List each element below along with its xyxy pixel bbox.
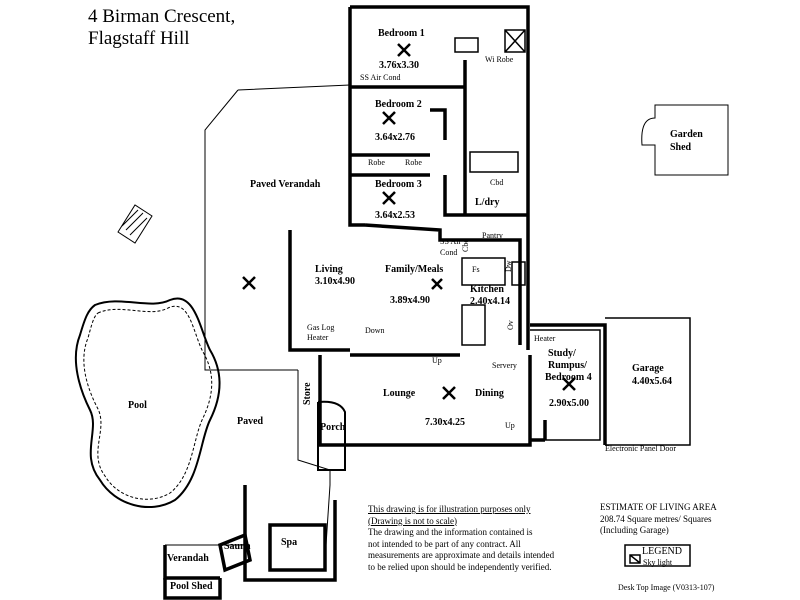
paved-label: Paved <box>237 416 264 427</box>
estimate-line2: (Including Garage) <box>600 525 669 535</box>
robe-left-label: Robe <box>368 158 385 167</box>
family-name: Family/Meals <box>385 264 443 275</box>
kitchen-name: Kitchen <box>470 284 504 295</box>
fan-icon-verandah <box>242 276 256 290</box>
garden-shed <box>641 104 729 176</box>
robe-right-label: Robe <box>405 158 422 167</box>
paved-verandah-label: Paved Verandah <box>250 179 321 190</box>
disclaimer-line2: (Drawing is not to scale) <box>368 515 457 526</box>
fan-icon-lounge <box>442 386 456 400</box>
stove <box>511 261 526 286</box>
legend-title: LEGEND <box>642 546 682 557</box>
down-label: Down <box>365 326 385 335</box>
legend-box <box>624 544 691 567</box>
verandah-outline <box>204 84 351 371</box>
fs-label: Fs <box>472 265 480 274</box>
garage-name: Garage <box>632 363 664 374</box>
living-area-estimate: ESTIMATE OF LIVING AREA 208.74 Square me… <box>600 502 717 537</box>
porch-wall <box>317 400 346 471</box>
address-heading: 4 Birman Crescent, Flagstaff Hill <box>88 6 235 50</box>
study-line1: Study/ <box>548 348 576 359</box>
laundry-bath <box>469 151 519 173</box>
heater-label: Heater <box>534 334 556 343</box>
bedroom1-name: Bedroom 1 <box>378 28 425 39</box>
pantry-label: Pantry <box>482 231 503 240</box>
legend-sky-light: Sky light <box>643 558 673 567</box>
sauna-label: Sauna <box>224 541 251 552</box>
disclaimer: This drawing is for illustration purpose… <box>368 504 554 573</box>
porch-label: Porch <box>320 422 346 433</box>
fan-icon-study <box>562 377 576 391</box>
sky-light-box <box>629 554 641 564</box>
ss-air-line1: SS Air <box>440 237 461 246</box>
study-outline <box>530 329 601 441</box>
ss-air-cond-top-label: SS Air Cond <box>360 73 400 82</box>
living-size: 3.10x4.90 <box>315 276 355 287</box>
estimate-title: ESTIMATE OF LIVING AREA <box>600 502 717 512</box>
pool-coping <box>83 305 213 500</box>
lounge-dining-size: 7.30x4.25 <box>425 417 465 428</box>
address-line-2: Flagstaff Hill <box>88 28 190 49</box>
living-name: Living <box>315 264 343 275</box>
fan-icon-bed1 <box>397 43 411 57</box>
lounge-name: Lounge <box>383 388 416 399</box>
cbd-kitchen-label: Cbd <box>461 239 470 252</box>
servery-label: Servery <box>492 361 517 370</box>
disclaimer-line4: not intended to be part of any contract.… <box>368 538 521 549</box>
gas-log-line2: Heater <box>307 333 329 342</box>
garage-outline <box>605 317 691 446</box>
kitchen-bench <box>461 304 486 346</box>
estimate-line1: 208.74 Square metres/ Squares <box>600 513 712 524</box>
wi-robe-label: Wi Robe <box>485 55 514 64</box>
ldry-label: L/dry <box>475 197 499 208</box>
dining-name: Dining <box>475 388 504 399</box>
footer-code: Desk Top Image (V0313-107) <box>618 583 715 592</box>
pool-shape <box>74 297 221 509</box>
bedroom1-size: 3.76x3.30 <box>379 60 419 71</box>
study-line3: Bedroom 4 <box>545 372 592 383</box>
pool-shed-label: Pool Shed <box>170 581 213 592</box>
garage-size: 4.40x5.64 <box>632 376 672 387</box>
ensuite-basin <box>454 37 479 53</box>
garden-shed-line2: Shed <box>670 142 692 153</box>
deck-steps <box>117 204 153 244</box>
ensuite-shower <box>504 29 526 53</box>
disclaimer-line1: This drawing is for illustration purpose… <box>368 504 531 514</box>
disclaimer-line6: to be relied upon should be independentl… <box>368 561 552 572</box>
bedroom3-name: Bedroom 3 <box>375 179 422 190</box>
fan-icon-family <box>431 278 443 290</box>
study-size: 2.90x5.00 <box>549 398 589 409</box>
bedroom3-size: 3.64x2.53 <box>375 210 415 221</box>
fan-icon-bed2 <box>382 111 396 125</box>
pool-label: Pool <box>128 400 147 411</box>
spa-label: Spa <box>281 537 297 548</box>
house-walls <box>163 5 607 600</box>
store-label: Store <box>302 382 313 405</box>
bedroom2-name: Bedroom 2 <box>375 99 422 110</box>
ss-air-line2: Cond <box>440 248 457 257</box>
ov-label: Ov <box>506 320 515 330</box>
fan-icon-bed3 <box>382 191 396 205</box>
verandah-label: Verandah <box>167 553 209 564</box>
kitchen-cupboard <box>461 257 506 286</box>
disclaimer-line5: measurements are approximate and details… <box>368 550 555 560</box>
electronic-door-label: Electronic Panel Door <box>605 444 676 453</box>
up-top-label: Up <box>432 356 442 365</box>
address-line-1: 4 Birman Crescent, <box>88 6 236 27</box>
garden-shed-line1: Garden <box>670 129 703 140</box>
kitchen-size: 2.40x4.14 <box>470 296 510 307</box>
up-bottom-label: Up <box>505 421 515 430</box>
family-size: 3.89x4.90 <box>390 295 430 306</box>
study-line2: Rumpus/ <box>548 360 587 371</box>
bedroom2-size: 3.64x2.76 <box>375 132 415 143</box>
disclaimer-line3: The drawing and the information containe… <box>368 527 533 537</box>
dw-label: Dw <box>504 260 513 272</box>
gas-log-line1: Gas Log <box>307 323 334 332</box>
cbd-hall-label: Cbd <box>490 178 503 187</box>
